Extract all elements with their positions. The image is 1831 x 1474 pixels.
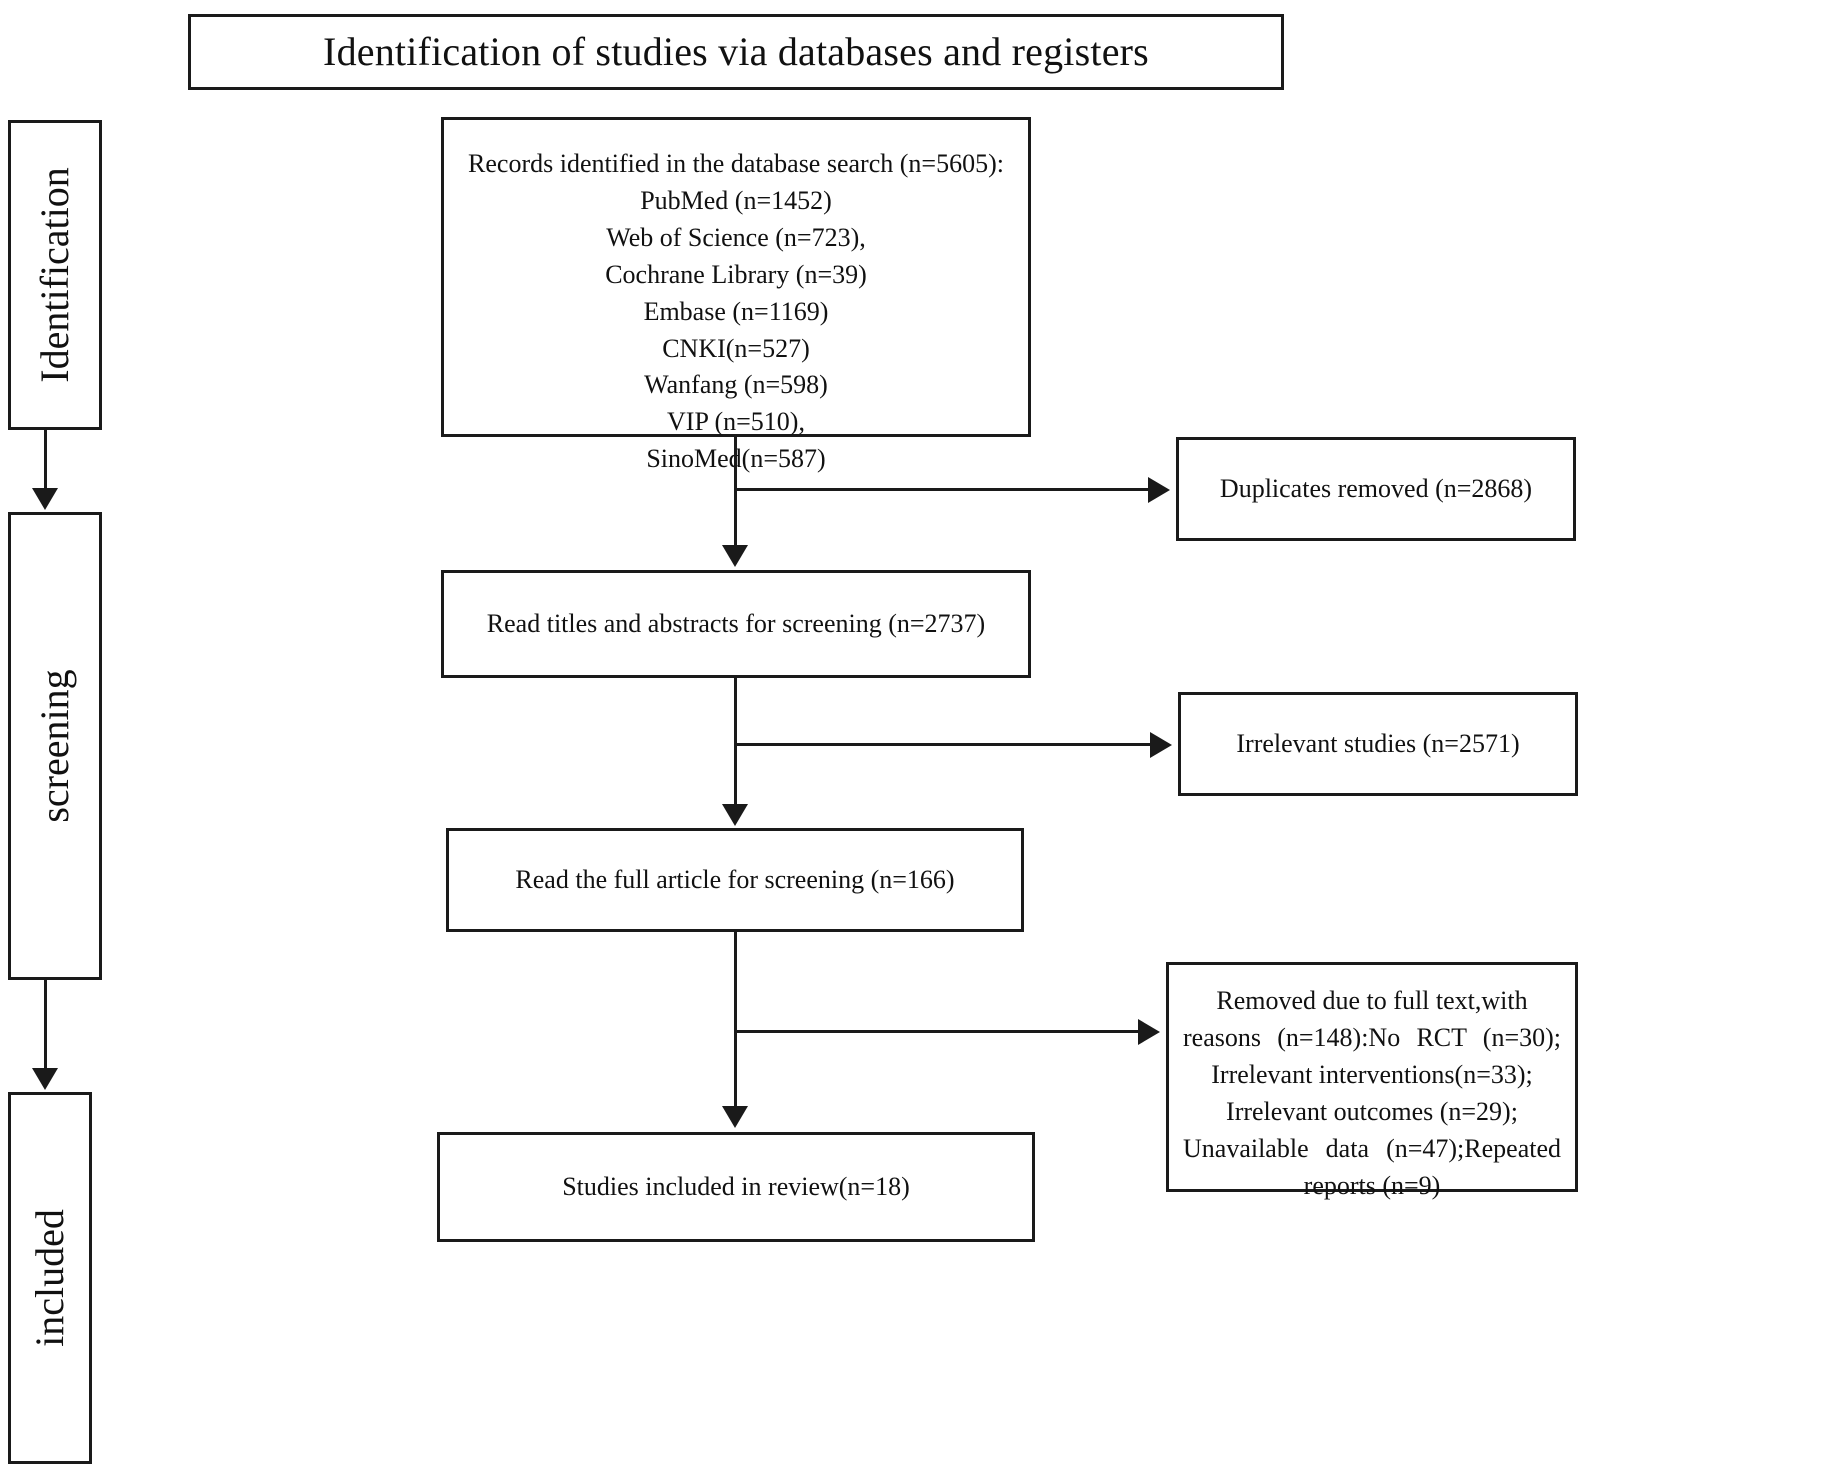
stage-included-label: included <box>27 1209 72 1347</box>
stage-arrow-included <box>32 1068 58 1090</box>
removed-line-5: Unavailable data (n=47);Repeated <box>1183 1133 1561 1163</box>
diagram-title-box: Identification of studies via databases … <box>188 14 1284 90</box>
connector-identified-down <box>734 437 737 545</box>
stage-connector-identification-to-screening <box>44 430 47 492</box>
connector-fulltext-down <box>734 932 737 1106</box>
stage-arrow-screening <box>32 488 58 510</box>
removed-line-4: Irrelevant outcomes (n=29); <box>1226 1096 1518 1126</box>
removed-line-2: reasons (n=148):No RCT (n=30); <box>1183 1022 1561 1052</box>
stage-included: included <box>8 1092 92 1464</box>
arrow-to-irrelevant <box>1150 732 1172 758</box>
connector-titles-down <box>734 678 737 804</box>
source-line-vip: VIP (n=510), <box>667 407 805 437</box>
source-line-wos: Web of Science (n=723), <box>606 222 866 252</box>
source-line-pubmed: PubMed (n=1452) <box>640 185 832 215</box>
removed-line-1: Removed due to full text,with <box>1216 986 1528 1015</box>
connector-identified-to-duplicates <box>734 488 1148 491</box>
source-line-wanfang: Wanfang (n=598) <box>644 370 828 400</box>
source-line-cnki: CNKI(n=527) <box>662 333 810 363</box>
source-line-embase: Embase (n=1169) <box>643 296 829 326</box>
irrelevant-studies-label: Irrelevant studies (n=2571) <box>1236 728 1520 758</box>
stage-identification-label: Identification <box>32 167 77 383</box>
removed-line-3: Irrelevant interventions(n=33); <box>1211 1059 1533 1089</box>
connector-fulltext-to-removed <box>734 1030 1138 1033</box>
box-read-titles-abstracts: Read titles and abstracts for screening … <box>441 570 1031 678</box>
box-irrelevant-studies: Irrelevant studies (n=2571) <box>1178 692 1578 796</box>
studies-included-label: Studies included in review(n=18) <box>562 1171 910 1201</box>
box-removed-full-text: Removed due to full text,with reasons (n… <box>1166 962 1578 1200</box>
box-records-identified: Records identified in the database searc… <box>441 117 1031 473</box>
read-full-article-label: Read the full article for screening (n=1… <box>515 864 955 894</box>
arrow-to-titles-abstracts <box>722 545 748 567</box>
records-identified-heading: Records identified in the database searc… <box>468 149 1004 178</box>
box-duplicates-removed: Duplicates removed (n=2868) <box>1176 437 1576 541</box>
stage-connector-screening-to-included <box>44 980 47 1072</box>
read-titles-abstracts-label: Read titles and abstracts for screening … <box>486 608 986 638</box>
box-studies-included-review: Studies included in review(n=18) <box>437 1132 1035 1242</box>
stage-screening: screening <box>8 512 102 980</box>
removed-line-6: reports (n=9) <box>1303 1170 1441 1200</box>
arrow-to-duplicates <box>1148 477 1170 503</box>
source-line-cochrane: Cochrane Library (n=39) <box>605 259 867 289</box>
box-read-full-article: Read the full article for screening (n=1… <box>446 828 1024 932</box>
arrow-to-removed <box>1138 1019 1160 1045</box>
arrow-to-full-article <box>722 804 748 826</box>
duplicates-removed-label: Duplicates removed (n=2868) <box>1219 473 1533 503</box>
arrow-to-included-review <box>722 1106 748 1128</box>
stage-identification: Identification <box>8 120 102 430</box>
connector-titles-to-irrelevant <box>734 743 1150 746</box>
page-title: Identification of studies via databases … <box>323 28 1149 74</box>
stage-screening-label: screening <box>32 669 77 823</box>
